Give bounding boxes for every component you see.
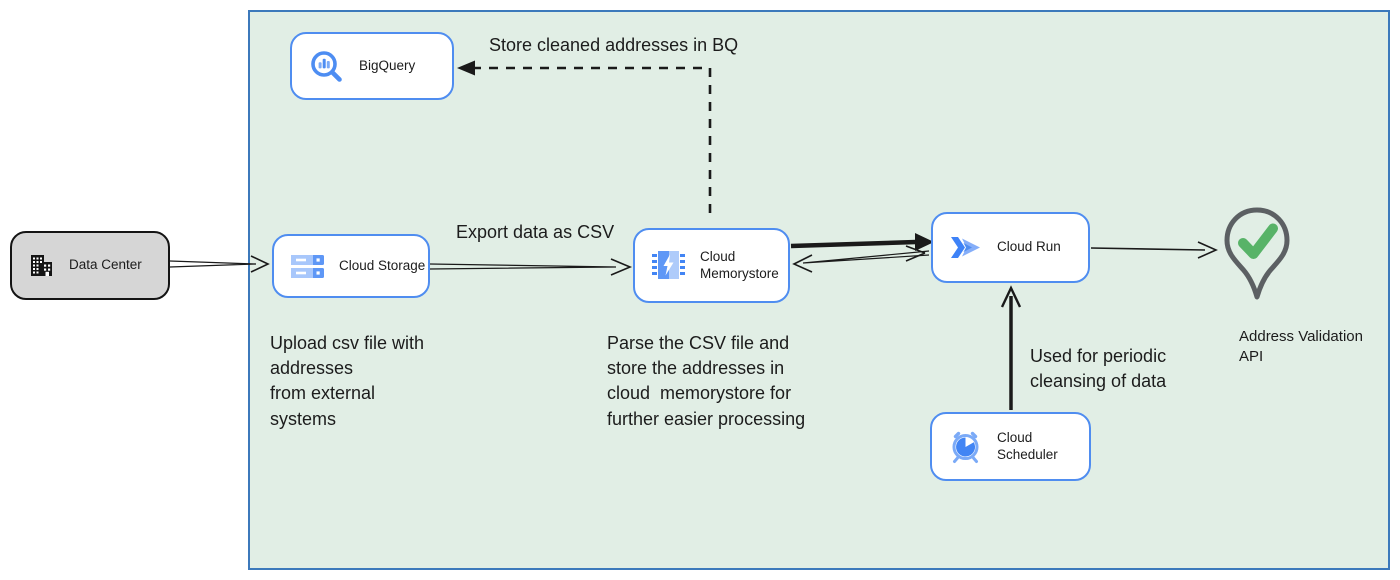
node-label: Cloud Storage	[339, 257, 426, 273]
node-cloud-scheduler[interactable]: Cloud Scheduler	[930, 412, 1091, 481]
node-cloud-memorystore[interactable]: Cloud Memorystore	[633, 228, 790, 303]
annotation-upload-note: Upload csv file with addresses from exte…	[270, 333, 425, 429]
cloud-memorystore-icon	[652, 251, 685, 279]
node-label: Cloud Run	[997, 239, 1061, 255]
gcp-boundary-container[interactable]	[248, 10, 1390, 570]
data-center-icon	[31, 255, 52, 276]
node-label: Cloud Memorystore	[700, 248, 779, 281]
edge-label-periodic-cleansing: Used for periodic cleansing of data	[1030, 346, 1167, 391]
node-label: BigQuery	[359, 57, 416, 73]
address-validation-label: Address Validation API	[1239, 328, 1363, 366]
node-cloud-run[interactable]: Cloud Run	[931, 212, 1090, 283]
node-address-validation-api[interactable]	[1222, 206, 1292, 326]
node-label: Cloud Scheduler	[997, 429, 1058, 462]
edge-label-export-csv: Export data as CSV	[456, 222, 615, 242]
cloud-storage-icon	[291, 254, 324, 278]
node-cloud-storage[interactable]: Cloud Storage	[272, 234, 430, 298]
edge-label-store-cleaned: Store cleaned addresses in BQ	[489, 35, 739, 55]
cloud-scheduler-icon	[952, 431, 979, 463]
node-data-center[interactable]: Data Center	[10, 231, 170, 300]
annotation-parse-note: Parse the CSV file and store the address…	[607, 333, 806, 429]
node-label: Data Center	[69, 257, 142, 273]
address-validation-pin-icon	[1224, 207, 1290, 300]
bigquery-icon	[311, 50, 342, 82]
cloud-run-icon	[951, 237, 980, 258]
node-bigquery[interactable]: BigQuery	[290, 32, 454, 100]
